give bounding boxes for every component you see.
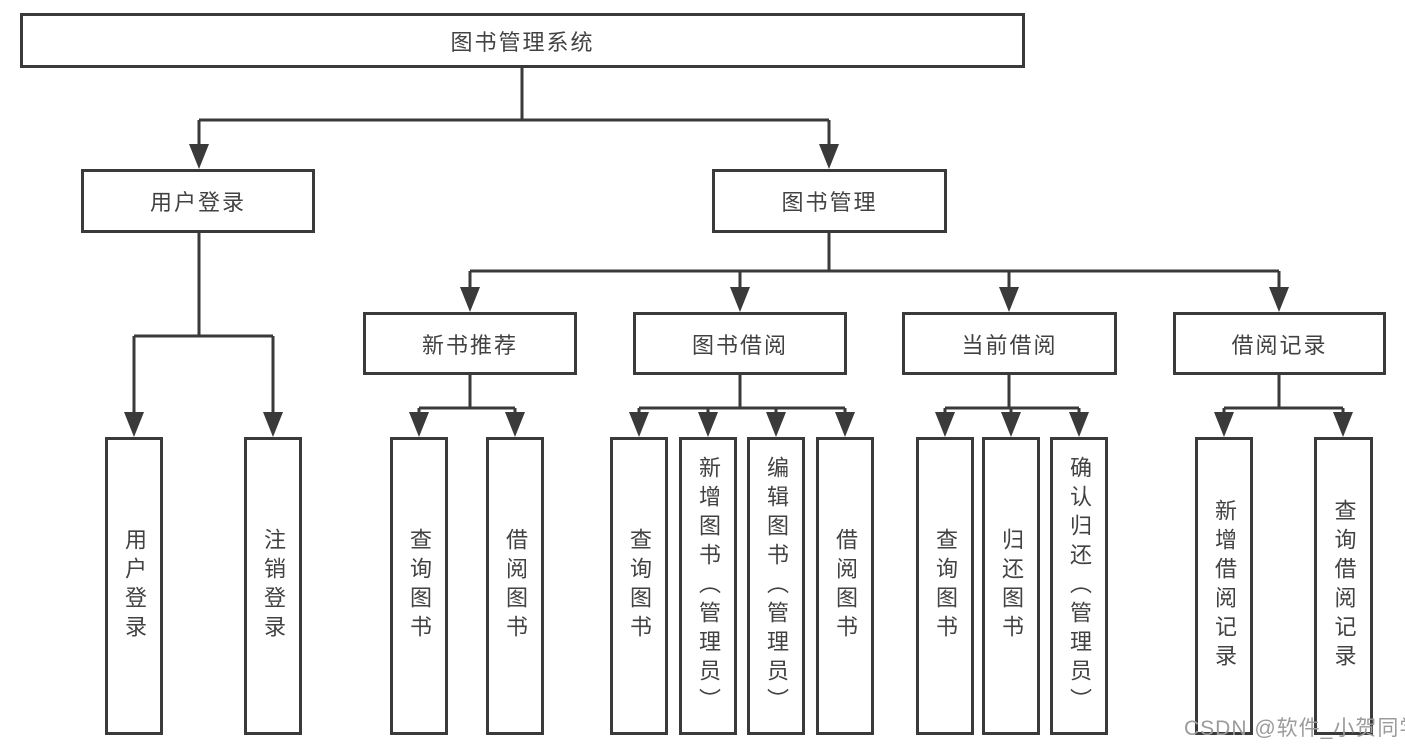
leaf-query-books-current: 查询图书 [916, 437, 974, 735]
leaf-confirm-return-admin: 确认归还（管理员） [1050, 437, 1108, 735]
node-root-library-system: 图书管理系统 [20, 13, 1025, 68]
leaf-borrow-books: 借阅图书 [816, 437, 874, 735]
leaf-borrow-books-recommend: 借阅图书 [486, 437, 544, 735]
leaf-return-books: 归还图书 [982, 437, 1040, 735]
leaf-add-borrow-record: 新增借阅记录 [1195, 437, 1253, 735]
node-borrowing-records: 借阅记录 [1173, 312, 1386, 375]
leaf-query-borrow-record: 查询借阅记录 [1314, 437, 1373, 735]
csdn-watermark: CSDN @软件_小贺同学 [1184, 717, 1405, 740]
leaf-edit-books-admin: 编辑图书（管理员） [747, 437, 805, 735]
leaf-user-login: 用户登录 [105, 437, 163, 735]
leaf-query-books-recommend: 查询图书 [390, 437, 448, 735]
node-user-login: 用户登录 [81, 169, 315, 233]
node-current-borrowing: 当前借阅 [902, 312, 1117, 375]
node-new-book-recommend: 新书推荐 [363, 312, 577, 375]
node-book-borrowing: 图书借阅 [633, 312, 847, 375]
leaf-add-books-admin: 新增图书（管理员） [679, 437, 737, 735]
node-book-management: 图书管理 [712, 169, 947, 233]
leaf-query-books-borrow: 查询图书 [610, 437, 668, 735]
leaf-logout: 注销登录 [244, 437, 302, 735]
arrowhead-icons [124, 144, 1353, 437]
